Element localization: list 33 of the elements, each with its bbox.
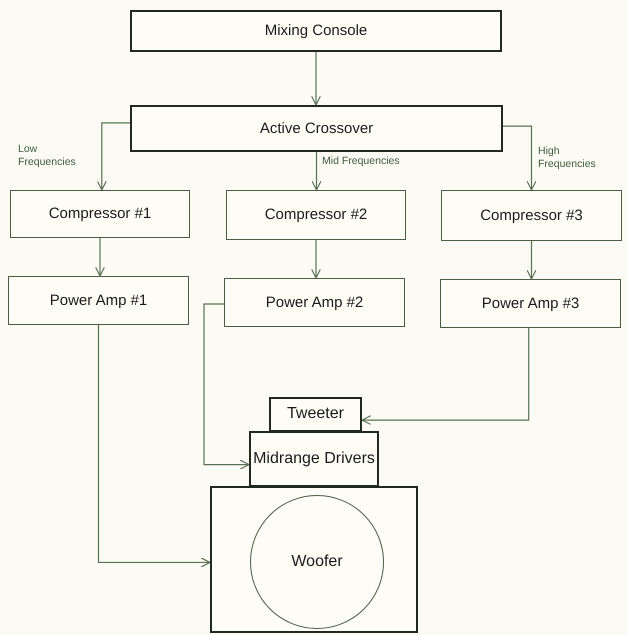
- node-label: Woofer: [291, 552, 343, 572]
- node-label: Power Amp #1: [50, 292, 148, 310]
- process-box: [269, 397, 362, 432]
- node-label: Compressor #2: [264, 206, 368, 224]
- process-box: [226, 190, 406, 240]
- arrow: [94, 238, 106, 277]
- arrow: [361, 328, 530, 426]
- arrow: [96, 122, 130, 191]
- arrow: [98, 325, 211, 568]
- process-box: [8, 276, 189, 325]
- edge-label: Mid Frequencies: [322, 155, 400, 168]
- process-box: [10, 190, 190, 238]
- process-box: [130, 10, 502, 52]
- arrow: [503, 126, 537, 191]
- node-label: Power Amp #2: [266, 294, 364, 312]
- node-label: Mixing Console: [264, 22, 368, 40]
- node-label: Midrange Drivers: [253, 450, 375, 468]
- node-label: Tweeter: [287, 405, 344, 424]
- node-label: Compressor #1: [48, 205, 152, 223]
- arrow: [311, 152, 322, 191]
- arrow: [526, 241, 537, 280]
- node-label: Compressor #3: [480, 206, 583, 224]
- process-box: [249, 431, 379, 487]
- process-box: [130, 105, 503, 152]
- process-box: [224, 278, 405, 327]
- node-label: Power Amp #3: [482, 294, 580, 312]
- node-label: Active Crossover: [260, 120, 374, 138]
- process-box: [440, 279, 621, 328]
- arrow: [203, 303, 250, 470]
- speaker-cabinet-box: [210, 486, 418, 633]
- arrow: [310, 52, 322, 106]
- arrow: [310, 240, 322, 279]
- process-box: [441, 190, 622, 241]
